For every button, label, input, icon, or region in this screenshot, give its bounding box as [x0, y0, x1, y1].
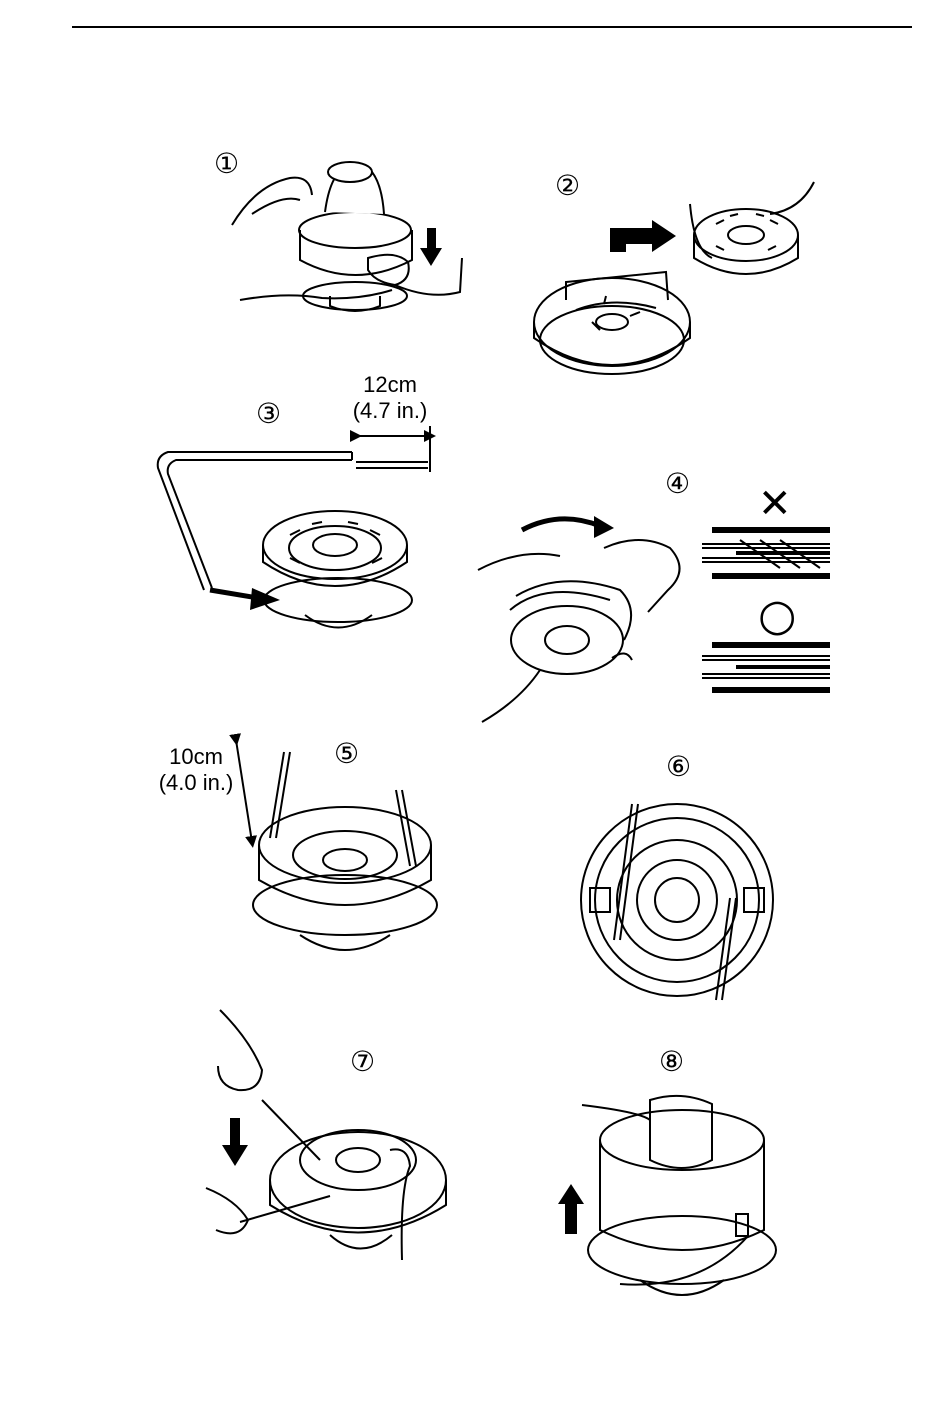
- step-2-illustration: [534, 182, 814, 374]
- correct-winding-diagram: [702, 645, 830, 690]
- step-8-illustration: [558, 1096, 776, 1295]
- step-3-illustration: [158, 426, 430, 628]
- step-5-illustration: [236, 740, 437, 950]
- step-4-illustration: [478, 516, 830, 722]
- step-6-illustration: [581, 804, 773, 1000]
- arrow-up-icon: [565, 1200, 577, 1234]
- arrow-down-icon: [230, 1118, 240, 1148]
- curved-arrow-icon: [522, 519, 600, 530]
- step-1-illustration: [232, 162, 462, 311]
- step-7-illustration: [206, 1010, 446, 1260]
- arrow-right-icon: [610, 220, 676, 252]
- wrong-winding-diagram: [702, 530, 830, 576]
- arrow-down-icon: [427, 228, 436, 250]
